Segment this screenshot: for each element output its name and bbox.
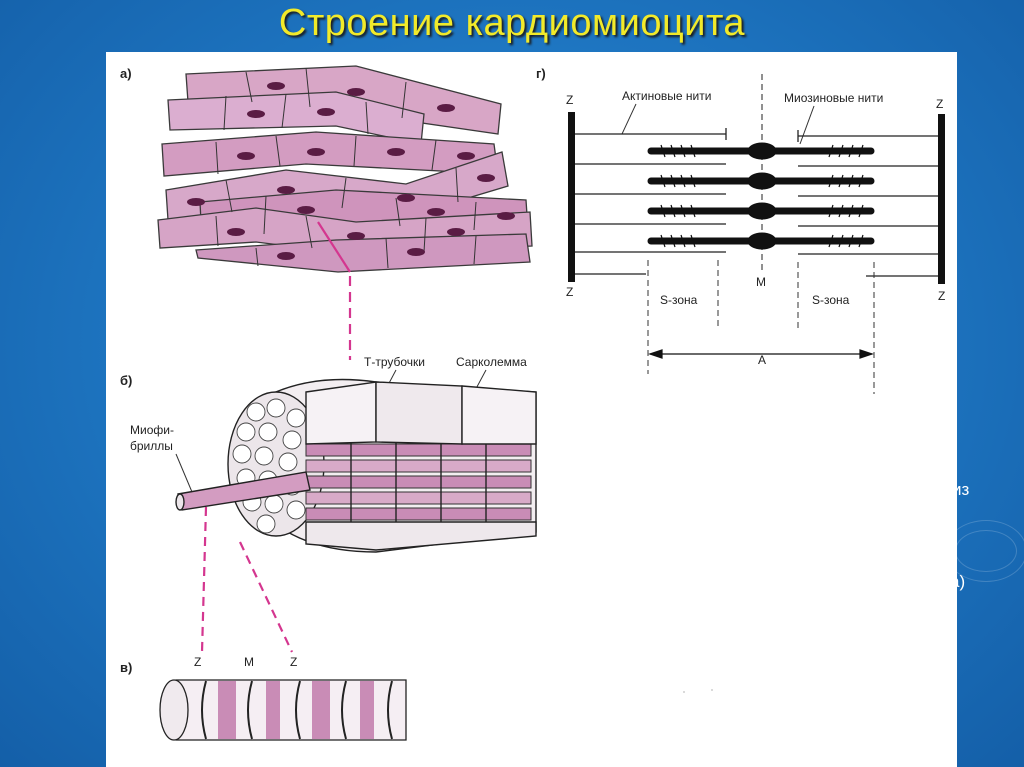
z-discs [568,112,945,284]
label-myofibrils-2: бриллы [130,439,173,453]
panel-a-letter: а) [120,66,132,81]
label-m: M [244,655,254,669]
label-s-zone-right: S-зона [812,293,850,307]
label-s-zone-left: S-зона [660,293,698,307]
label-sarcolemma: Сарколемма [456,355,527,369]
panel-v: в) Z M Z [120,655,407,741]
muscle-fiber-body [175,378,537,553]
label-z-top-right: Z [936,97,943,111]
label-a-band: A [758,353,766,367]
panel-b-letter: б) [120,373,132,388]
label-z-bottom-left: Z [566,285,573,299]
panel-v-letter: в) [120,660,132,675]
label-z-left: Z [194,655,201,669]
label-t-tubules: Т-трубочки [364,355,425,369]
label-myosin: Миозиновые нити [784,91,883,105]
label-z-right: Z [290,655,297,669]
myosin-heads [660,144,864,248]
label-myofibrils-1: Миофи- [130,423,174,437]
connector-b-c [200,506,293,653]
panel-g: г) Актиновые нити Миозиновые нити Z Z Z … [536,66,945,394]
panel-b: б) Т-трубочки Сарколемма Миофи- бриллы [120,355,537,553]
connector-a-b [317,221,352,360]
panel-g-letter: г) [536,66,546,81]
page-title: Строение кардиомиоцита [278,2,746,44]
label-actin: Актиновые нити [622,89,711,103]
myofibril [159,679,407,741]
actin-filaments [575,128,938,277]
panel-a: а) [120,65,533,273]
a-band-arrow [648,349,874,359]
label-z-top-left: Z [566,93,573,107]
fiber-network [157,65,533,273]
diagram-panel: а) [106,52,957,767]
scan-specks [683,689,713,693]
cardiomyocyte-diagram: а) [120,65,945,741]
myosin-filaments [647,142,875,250]
label-z-bottom-right: Z [938,289,945,303]
label-m-line: M [756,275,766,289]
